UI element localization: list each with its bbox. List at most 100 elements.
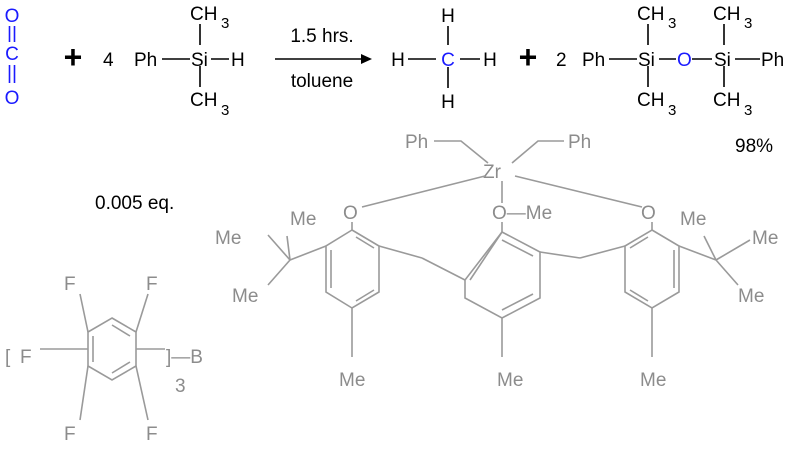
catalyst-loading: 0.005 eq. bbox=[95, 193, 174, 214]
borane-subscript: 3 bbox=[175, 376, 186, 397]
methane-h-bottom: H bbox=[441, 92, 455, 113]
right-bridge-bond-2 bbox=[579, 245, 626, 259]
catalyst-phenyl-2: Ph bbox=[568, 132, 591, 153]
catalyst-oxygen-left: O bbox=[343, 203, 358, 224]
zr-benzyl-bond-2 bbox=[511, 140, 564, 164]
right-tbu-methyl-3: Me bbox=[738, 286, 764, 307]
right-aryl-ring bbox=[624, 229, 680, 309]
right-tbu-methyl-1: Me bbox=[680, 209, 706, 230]
catalyst-phenyl-1: Ph bbox=[405, 132, 428, 153]
left-tbu-bond bbox=[289, 245, 327, 261]
left-ring-double-1 bbox=[355, 236, 375, 249]
fluorine-1: F bbox=[64, 274, 76, 295]
silane-methyl-top-sub: 3 bbox=[221, 15, 229, 32]
left-bridge-bond-1 bbox=[378, 245, 423, 259]
left-bridge-bond-2 bbox=[421, 257, 466, 281]
right-tbu-me-bond-2 bbox=[715, 239, 751, 261]
left-tbu-methyl-3: Me bbox=[232, 286, 258, 307]
siloxane-oxygen: O bbox=[677, 50, 692, 71]
right-tbu-me-bond-3 bbox=[715, 259, 739, 286]
borane-ring-double-1 bbox=[111, 324, 131, 337]
left-ring-methyl: Me bbox=[339, 370, 365, 391]
right-ring-double-1 bbox=[629, 236, 649, 249]
fluorine-2: F bbox=[146, 274, 158, 295]
fluorine-5: F bbox=[146, 424, 158, 445]
borane-boron: ]—B bbox=[166, 347, 203, 368]
zirconium-catalyst: Ph Ph Zr O O—Me O Me Me Me Me bbox=[215, 132, 778, 391]
silane-methyl-bottom: CH bbox=[190, 90, 217, 111]
siloxane-methyl-4: CH bbox=[713, 90, 740, 111]
silane-methyl-top: CH bbox=[190, 4, 217, 25]
left-tbu-me-bond-3 bbox=[267, 259, 291, 286]
catalyst-methoxy: O—Me bbox=[492, 203, 552, 224]
siloxane-phenyl-left: Ph bbox=[582, 50, 605, 71]
siloxane-methyl-3: CH bbox=[713, 4, 740, 25]
right-ring-double-2 bbox=[629, 289, 649, 302]
dimethylphenylsilane: 4 Ph Si H CH 3 CH 3 bbox=[103, 4, 245, 119]
siloxane-methyl-1-sub: 3 bbox=[668, 15, 676, 32]
carbon-dioxide: O C O bbox=[5, 6, 20, 109]
reaction-arrow-head bbox=[361, 54, 372, 64]
methane-carbon: C bbox=[441, 50, 455, 71]
siloxane-methyl-3-sub: 3 bbox=[744, 15, 752, 32]
tris-pentafluorophenyl-borane: F F [ F F F ]—B 3 bbox=[5, 274, 203, 445]
plus-sign-2: + bbox=[519, 39, 538, 75]
silane-methyl-bottom-sub: 3 bbox=[221, 102, 229, 119]
right-tbu-bond bbox=[678, 245, 717, 261]
borane-cf-bond-2 bbox=[135, 293, 149, 333]
siloxane-methyl-2: CH bbox=[637, 90, 664, 111]
zr-benzyl-bond-1 bbox=[434, 140, 489, 164]
catalyst-oxygen-right: O bbox=[641, 203, 656, 224]
middle-ring-double-1 bbox=[501, 239, 534, 257]
right-bridge-bond-1 bbox=[539, 251, 581, 259]
methane-h-right: H bbox=[483, 50, 497, 71]
right-tbu-methyl-2: Me bbox=[752, 228, 778, 249]
siloxane-methyl-2-sub: 3 bbox=[668, 102, 676, 119]
yield-label: 98% bbox=[735, 136, 773, 157]
silane-coefficient: 4 bbox=[103, 50, 114, 71]
left-tbu-me-bond-1 bbox=[267, 234, 291, 261]
middle-ring-double-2 bbox=[501, 293, 534, 311]
reaction-arrow-group: 1.5 hrs. toluene bbox=[275, 26, 372, 92]
siloxane-methyl-1: CH bbox=[637, 4, 664, 25]
middle-ring-edge bbox=[469, 231, 503, 281]
left-tbu-methyl-2: Me bbox=[215, 228, 241, 249]
borane-bracket-open: [ bbox=[5, 347, 11, 368]
silane-hydride: H bbox=[231, 50, 245, 71]
zr-o-bond-right bbox=[514, 175, 643, 208]
silane-phenyl: Ph bbox=[134, 50, 157, 71]
co2-oxygen-bottom: O bbox=[5, 88, 20, 109]
silane-silicon: Si bbox=[191, 50, 208, 71]
left-aryl-ring bbox=[325, 229, 380, 309]
borane-aryl-ring bbox=[87, 317, 137, 381]
left-tbu-me-bond-2 bbox=[286, 235, 291, 261]
disiloxane: 2 Ph Si O Si Ph CH 3 CH 3 CH 3 CH 3 bbox=[556, 4, 784, 119]
condition-solvent: toluene bbox=[291, 71, 353, 92]
right-ring-methyl: Me bbox=[640, 370, 666, 391]
siloxane-silicon-right: Si bbox=[714, 50, 731, 71]
fluorine-3: F bbox=[20, 347, 32, 368]
methane-h-left: H bbox=[391, 50, 405, 71]
siloxane-phenyl-right: Ph bbox=[761, 50, 784, 71]
zr-o-bond-left bbox=[361, 175, 486, 208]
co2-oxygen-top: O bbox=[5, 6, 20, 27]
middle-aryl-ring bbox=[464, 230, 541, 319]
siloxane-methyl-4-sub: 3 bbox=[744, 102, 752, 119]
methane-h-top: H bbox=[441, 6, 455, 27]
siloxane-coefficient: 2 bbox=[556, 50, 567, 71]
right-tbu-me-bond-1 bbox=[703, 235, 717, 261]
left-tbu-methyl-1: Me bbox=[290, 209, 316, 230]
fluorine-4: F bbox=[64, 424, 76, 445]
left-ring-double-2 bbox=[355, 289, 375, 302]
borane-cf-bond-4 bbox=[79, 365, 89, 421]
catalyst-zirconium: Zr bbox=[483, 162, 502, 183]
methane: H H C H H bbox=[391, 6, 497, 113]
borane-ring-double-2 bbox=[111, 361, 131, 374]
co2-carbon: C bbox=[5, 44, 19, 65]
middle-ring-methyl: Me bbox=[497, 370, 523, 391]
condition-time: 1.5 hrs. bbox=[290, 26, 353, 47]
borane-cf-bond-1 bbox=[79, 293, 89, 333]
plus-sign-1: + bbox=[64, 39, 83, 75]
siloxane-silicon-left: Si bbox=[638, 50, 655, 71]
